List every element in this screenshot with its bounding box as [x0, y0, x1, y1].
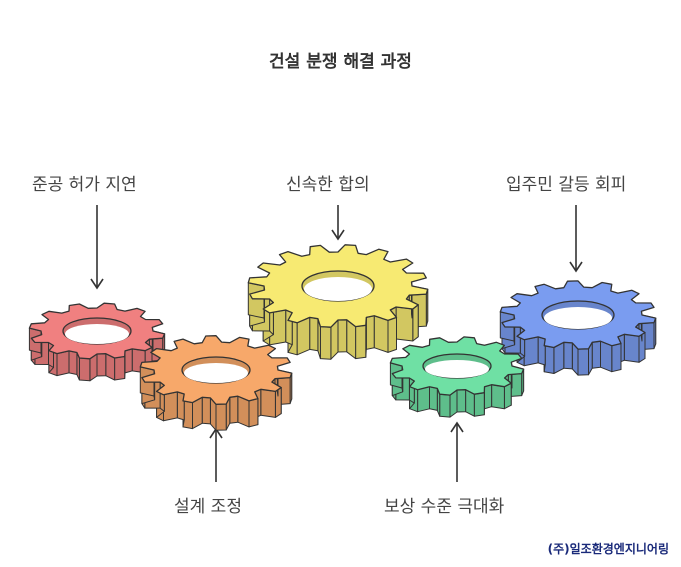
diagram-title: 건설 분쟁 해결 과정: [269, 52, 412, 72]
label-resident-conflict: 입주민 갈등 회피: [506, 175, 627, 195]
gear-green: [389, 336, 525, 418]
gear-orange: [139, 335, 293, 431]
label-quick-agreement: 신속한 합의: [286, 175, 370, 195]
label-design-adjustment: 설계 조정: [174, 497, 242, 517]
gear-yellow: [247, 244, 429, 360]
gear-blue: [499, 280, 657, 376]
label-compensation-max: 보상 수준 극대화: [384, 497, 505, 517]
label-completion-delay: 준공 허가 지연: [32, 175, 137, 195]
company-footer: (주)일조환경엔지니어링: [547, 542, 669, 556]
gear-red: [28, 302, 166, 382]
